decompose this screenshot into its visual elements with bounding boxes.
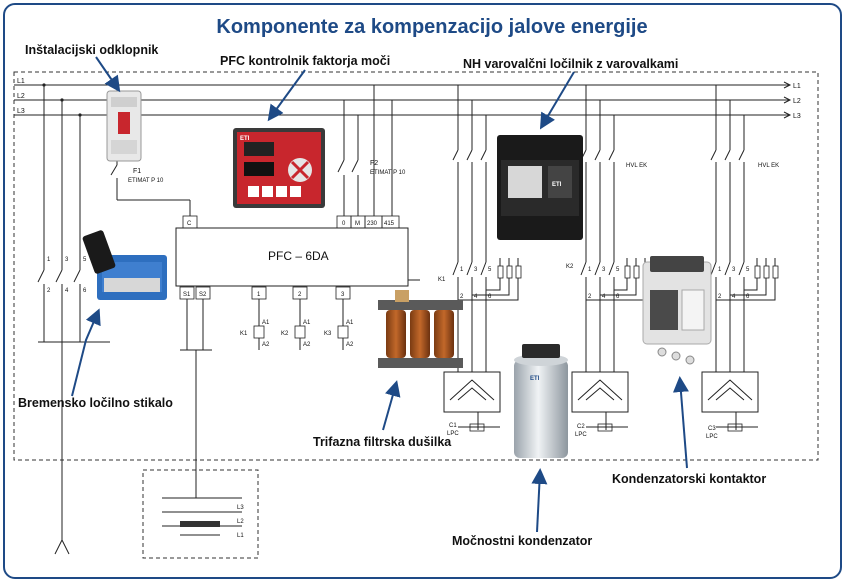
bus-label-l3-right: L3 — [793, 113, 801, 120]
breaker-f2-type: ETIMAT P 10 — [370, 170, 406, 176]
callout-filter-choke: Trifazna filtrska dušilka — [313, 435, 452, 449]
capacitor-c1-label: C1 — [449, 423, 457, 429]
pfc-terminal-2: 2 — [298, 292, 302, 298]
ct-line-l2: L2 — [237, 519, 244, 525]
pfc-terminal-415: 415 — [384, 221, 395, 227]
capacitor-c3-label: C3 — [708, 426, 716, 432]
coil-k3-a2: A2 — [346, 342, 354, 348]
k2-pin-5: 5 — [616, 267, 620, 273]
callout-load-switch: Bremensko ločilno stikalo — [18, 396, 173, 410]
coil-k1-label: K1 — [240, 331, 248, 337]
pfc-terminal-1: 1 — [257, 292, 261, 298]
contactor-k1-label: K1 — [438, 277, 446, 283]
k3-pin-4: 4 — [732, 294, 736, 300]
filter-choke-device — [378, 290, 463, 368]
load-switch-pin-5: 5 — [83, 257, 87, 263]
ct-line-l1: L1 — [237, 533, 244, 539]
k1-pin-6: 6 — [488, 294, 492, 300]
breaker-f2-label: F2 — [370, 160, 378, 167]
busbars: L1 L2 L3 L1 L2 L3 — [14, 78, 801, 120]
pfc-terminal-0: 0 — [342, 221, 346, 227]
bus-label-l1-right: L1 — [793, 83, 801, 90]
k1-pin-4: 4 — [474, 294, 478, 300]
load-switch-pin-3: 3 — [65, 257, 69, 263]
pfc-terminal-230: 230 — [367, 221, 378, 227]
callout-pfc-controller: PFC kontrolnik faktorja moči — [220, 54, 390, 68]
breaker-f1-type: ETIMAT P 10 — [128, 178, 164, 184]
breaker-f2-wiring: F2 ETIMAT P 10 — [337, 85, 406, 216]
k3-pin-1: 1 — [718, 267, 722, 273]
bank-2: HVL EK K2 1 3 5 2 4 6 C2 LPC — [566, 85, 649, 438]
coil-k2-a2: A2 — [303, 342, 311, 348]
capacitor-c1-type: LPC — [447, 431, 459, 437]
k3-pin-2: 2 — [718, 294, 722, 300]
nh-fuse-device: ETI — [497, 135, 583, 240]
pfc-block: PFC – 6DA C 0 M 230 415 S1 S2 1 2 3 — [175, 215, 420, 470]
fuse-group-2-label: HVL EK — [758, 163, 779, 169]
diagram-title: Komponente za kompenzacijo jalove energi… — [216, 16, 647, 38]
k2-pin-2: 2 — [588, 294, 592, 300]
pfc-terminal-c: C — [187, 221, 192, 227]
coil-k2-a1: A1 — [303, 320, 311, 326]
relay-coils: K1 A1 A2 K2 A1 A2 K3 A1 A2 — [240, 299, 354, 350]
k1-pin-5: 5 — [488, 267, 492, 273]
power-capacitor-device: ETI — [514, 344, 568, 458]
bank-1: K1 1 3 5 2 4 6 C1 LPC — [438, 85, 522, 437]
pfc-controller-device: ETI — [233, 128, 325, 208]
k3-pin-5: 5 — [746, 267, 750, 273]
k2-pin-1: 1 — [588, 267, 592, 273]
bus-label-l1-left: L1 — [17, 78, 25, 85]
fuse-brand-label: ETI — [552, 182, 562, 188]
bus-label-l2-left: L2 — [17, 93, 25, 100]
k2-pin-6: 6 — [616, 294, 620, 300]
coil-k3-label: K3 — [324, 331, 332, 337]
bus-label-l2-right: L2 — [793, 98, 801, 105]
pfc-terminal-3: 3 — [341, 292, 345, 298]
current-transformer-box: L3 L2 L1 — [142, 469, 259, 559]
pfc-terminal-s1: S1 — [183, 292, 191, 298]
capacitor-c2-label: C2 — [577, 424, 585, 430]
k3-pin-3: 3 — [732, 267, 736, 273]
coil-k2-label: K2 — [281, 331, 289, 337]
bus-label-l3-left: L3 — [17, 108, 25, 115]
pfc-terminal-m: M — [355, 221, 360, 227]
k1-pin-2: 2 — [460, 294, 464, 300]
load-switch-pin-4: 4 — [65, 288, 69, 294]
coil-k1-a1: A1 — [262, 320, 270, 326]
load-switch-pin-6: 6 — [83, 288, 87, 294]
pfc-brand-label: ETI — [240, 136, 250, 142]
k2-pin-4: 4 — [602, 294, 606, 300]
k1-pin-3: 3 — [474, 267, 478, 273]
callout-capacitor-contactor: Kondenzatorski kontaktor — [612, 472, 766, 486]
pfc-terminal-s2: S2 — [199, 292, 207, 298]
callout-power-capacitor: Močnostni kondenzator — [452, 534, 592, 548]
cabinet-boundary — [13, 71, 819, 461]
ct-line-l3: L3 — [237, 505, 244, 511]
k3-pin-6: 6 — [746, 294, 750, 300]
outer-frame — [3, 3, 842, 579]
coil-k3-a1: A1 — [346, 320, 354, 326]
load-switch-device — [82, 230, 167, 300]
incoming-feeder: 1 3 5 2 4 6 — [37, 83, 110, 555]
load-switch-pin-1: 1 — [47, 257, 51, 263]
capacitor-c3-type: LPC — [706, 434, 718, 440]
k1-pin-1: 1 — [460, 267, 464, 273]
cap-brand-label: ETI — [530, 376, 540, 382]
callout-arrows — [71, 56, 689, 533]
pfc-name: PFC – 6DA — [268, 249, 329, 263]
breaker-f1-device — [106, 90, 142, 162]
callout-nh-fuse: NH varovalčni ločilnik z varovalkami — [463, 57, 678, 71]
bank-3: HVL EK K3 1 3 5 2 4 6 C3 LPC — [697, 85, 779, 440]
breaker-f1-label: F1 — [133, 168, 141, 175]
callout-installation-switch: Inštalacijski odklopnik — [25, 43, 158, 57]
k2-pin-3: 3 — [602, 267, 606, 273]
contactor-device — [642, 256, 712, 365]
coil-k1-a2: A2 — [262, 342, 270, 348]
load-switch-pin-2: 2 — [47, 288, 51, 294]
contactor-k2-label: K2 — [566, 264, 574, 270]
fuse-group-1-label: HVL EK — [626, 163, 647, 169]
capacitor-c2-type: LPC — [575, 432, 587, 438]
